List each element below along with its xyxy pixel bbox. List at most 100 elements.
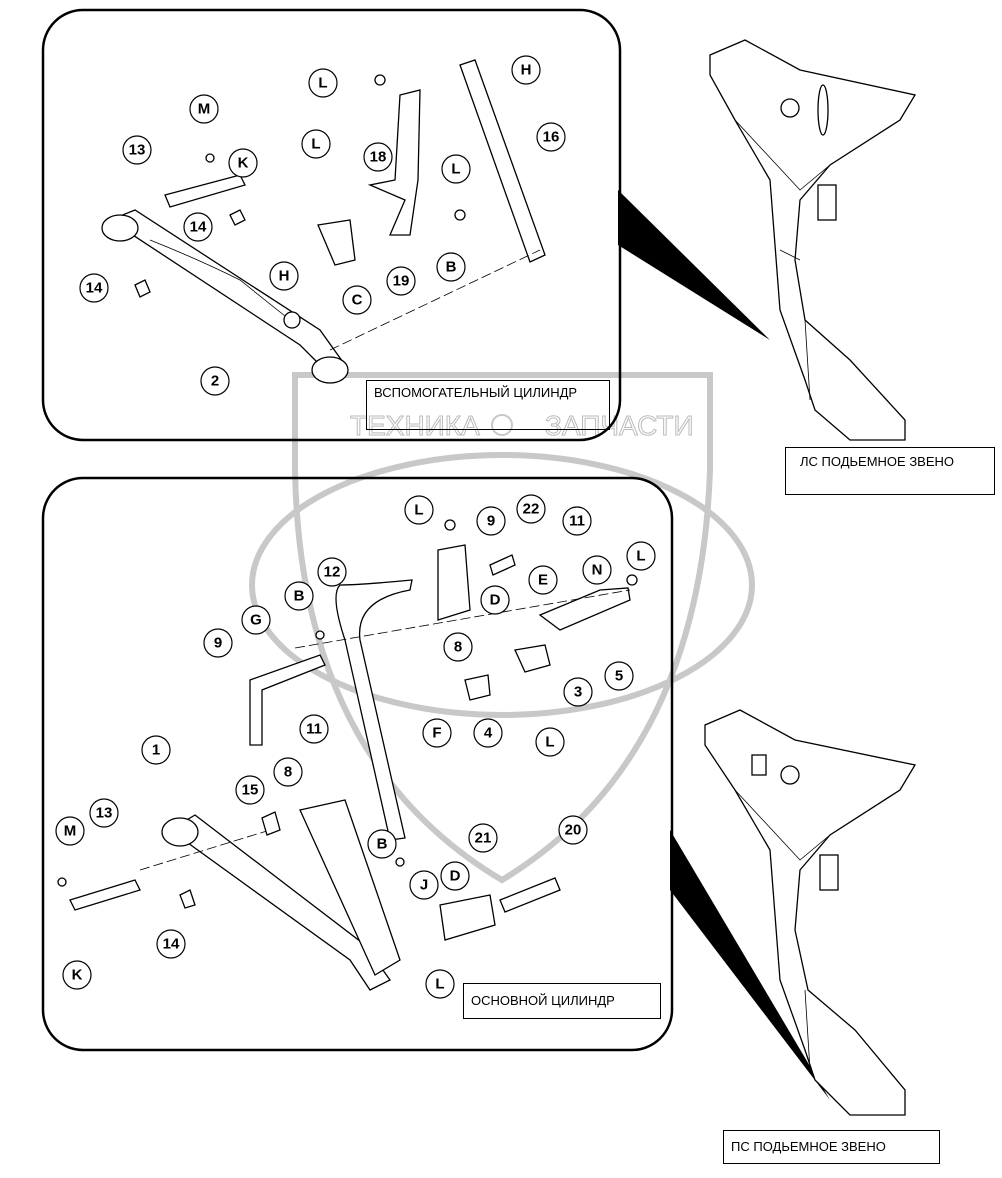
svg-text:14: 14 [190,219,207,236]
svg-text:9: 9 [214,635,222,652]
svg-text:K: K [238,155,249,172]
callout-8: 8 [273,757,303,787]
callout-9: 9 [476,506,506,536]
svg-text:11: 11 [306,721,322,738]
watermark-left: ТЕХНИКА [350,410,480,441]
svg-text:9: 9 [487,513,495,530]
svg-text:21: 21 [475,830,492,847]
callout-13: 13 [122,135,152,165]
svg-text:N: N [592,562,603,579]
callout-21: 21 [468,823,498,853]
callout-2: 2 [200,366,230,396]
callout-12: 12 [317,557,347,587]
svg-text:B: B [294,588,305,605]
svg-text:J: J [420,877,428,894]
callout-M: M [55,816,85,846]
bottom-parts [57,519,638,991]
callout-C: C [342,285,372,315]
callout-L: L [308,68,338,98]
svg-text:D: D [450,868,461,885]
callout-5: 5 [604,661,634,691]
svg-text:5: 5 [615,668,623,685]
watermark: ТЕХНИКА ЗАПЧАСТИ [249,372,755,884]
svg-text:E: E [538,572,548,589]
pointer-bottom [670,830,830,1100]
svg-text:M: M [64,823,77,840]
callout-B: B [436,252,466,282]
svg-text:20: 20 [565,822,582,839]
callout-K: K [228,148,258,178]
callout-14: 14 [156,929,186,959]
callout-9: 9 [203,628,233,658]
svg-text:16: 16 [543,129,560,146]
lift-link-frame-left [709,39,917,441]
svg-text:L: L [636,548,645,565]
callout-L: L [301,129,331,159]
svg-text:L: L [414,502,423,519]
callout-J: J [409,870,439,900]
callout-L: L [425,969,455,999]
top-parts [101,59,546,384]
caption-left-lift-link: ЛС ПОДЬЕМНОЕ ЗВЕНО [785,447,995,495]
callout-16: 16 [536,122,566,152]
svg-text:1: 1 [152,742,160,759]
svg-text:12: 12 [324,564,341,581]
callout-M: M [189,94,219,124]
svg-text:L: L [318,75,327,92]
callout-G: G [241,605,271,635]
callout-N: N [582,555,612,585]
callout-L: L [441,154,471,184]
callout-8: 8 [443,632,473,662]
callout-E: E [528,565,558,595]
svg-text:B: B [446,259,457,276]
svg-text:2: 2 [211,373,219,390]
callout-11: 11 [299,714,329,744]
callout-20: 20 [558,815,588,845]
callout-L: L [626,541,656,571]
callout-H: H [269,261,299,291]
callout-4: 4 [473,718,503,748]
caption-right-lift-link: ПС ПОДЬЕМНОЕ ЗВЕНО [723,1130,940,1164]
callout-22: 22 [516,494,546,524]
callout-D: D [440,861,470,891]
svg-text:L: L [545,734,554,751]
pointer-top [618,190,770,340]
callout-18: 18 [363,142,393,172]
callout-15: 15 [235,775,265,805]
callout-13: 13 [89,798,119,828]
callout-L: L [404,495,434,525]
svg-text:B: B [377,836,388,853]
callout-B: B [284,581,314,611]
svg-text:L: L [435,976,444,993]
callout-19: 19 [386,266,416,296]
callout-F: F [422,718,452,748]
svg-text:D: D [490,592,501,609]
callout-D: D [480,585,510,615]
svg-text:15: 15 [242,782,259,799]
svg-text:11: 11 [569,513,585,530]
svg-text:18: 18 [370,149,387,166]
svg-text:8: 8 [454,639,462,656]
svg-text:14: 14 [163,936,180,953]
svg-text:F: F [432,725,441,742]
svg-text:19: 19 [393,273,410,290]
svg-text:L: L [311,136,320,153]
svg-text:M: M [198,101,211,118]
svg-text:13: 13 [96,805,113,822]
callout-L: L [535,727,565,757]
svg-text:G: G [250,612,262,629]
callout-14: 14 [183,212,213,242]
svg-text:14: 14 [86,280,103,297]
svg-text:4: 4 [484,725,493,742]
watermark-right: ЗАПЧАСТИ [545,410,694,441]
svg-text:H: H [279,268,290,285]
svg-text:K: K [72,967,83,984]
callout-14: 14 [79,273,109,303]
caption-auxiliary-cylinder: ВСПОМОГАТЕЛЬНЫЙ ЦИЛИНДР [366,380,610,430]
callout-H: H [511,55,541,85]
callout-3: 3 [563,677,593,707]
svg-text:L: L [451,161,460,178]
